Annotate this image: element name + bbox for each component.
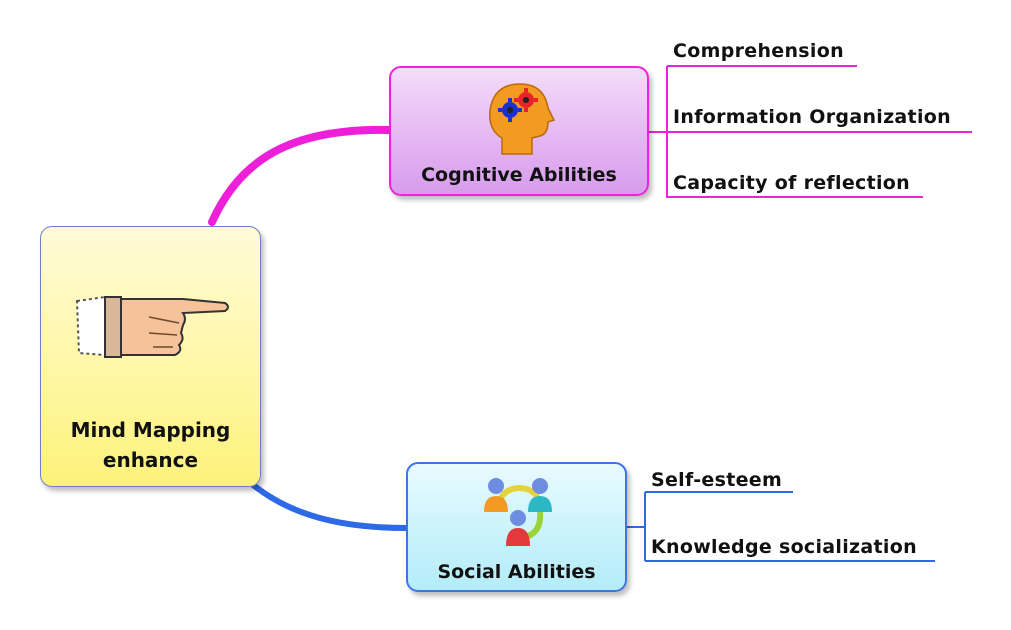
- people-cycle-icon: [484, 478, 552, 546]
- leaf-capacity-of-reflection[interactable]: Capacity of reflection: [673, 172, 910, 194]
- leaf-information-organization[interactable]: Information Organization: [673, 106, 951, 128]
- central-title-line1: Mind Mapping: [70, 418, 231, 442]
- central-title-line2: enhance: [102, 448, 199, 472]
- head-gears-icon: [489, 83, 556, 155]
- leaf-comprehension[interactable]: Comprehension: [673, 40, 844, 62]
- central-topic-node[interactable]: Mind Mapping enhance: [40, 226, 261, 487]
- cognitive-leaf-connectors: [649, 65, 972, 198]
- branch-node-cognitive[interactable]: Cognitive Abilities: [389, 66, 649, 196]
- branch-node-social[interactable]: Social Abilities: [406, 462, 627, 592]
- connector-central-cognitive: [208, 125, 393, 226]
- leaf-self-esteem[interactable]: Self-esteem: [651, 469, 783, 491]
- central-title: Mind Mapping enhance: [41, 415, 260, 475]
- branch-title-social: Social Abilities: [437, 561, 596, 583]
- social-leaf-connectors: [627, 491, 935, 562]
- branch-title-cognitive: Cognitive Abilities: [421, 164, 617, 186]
- connector-central-social: [249, 481, 409, 531]
- pointing-hand-icon: [75, 295, 229, 358]
- leaf-knowledge-socialization[interactable]: Knowledge socialization: [651, 536, 917, 558]
